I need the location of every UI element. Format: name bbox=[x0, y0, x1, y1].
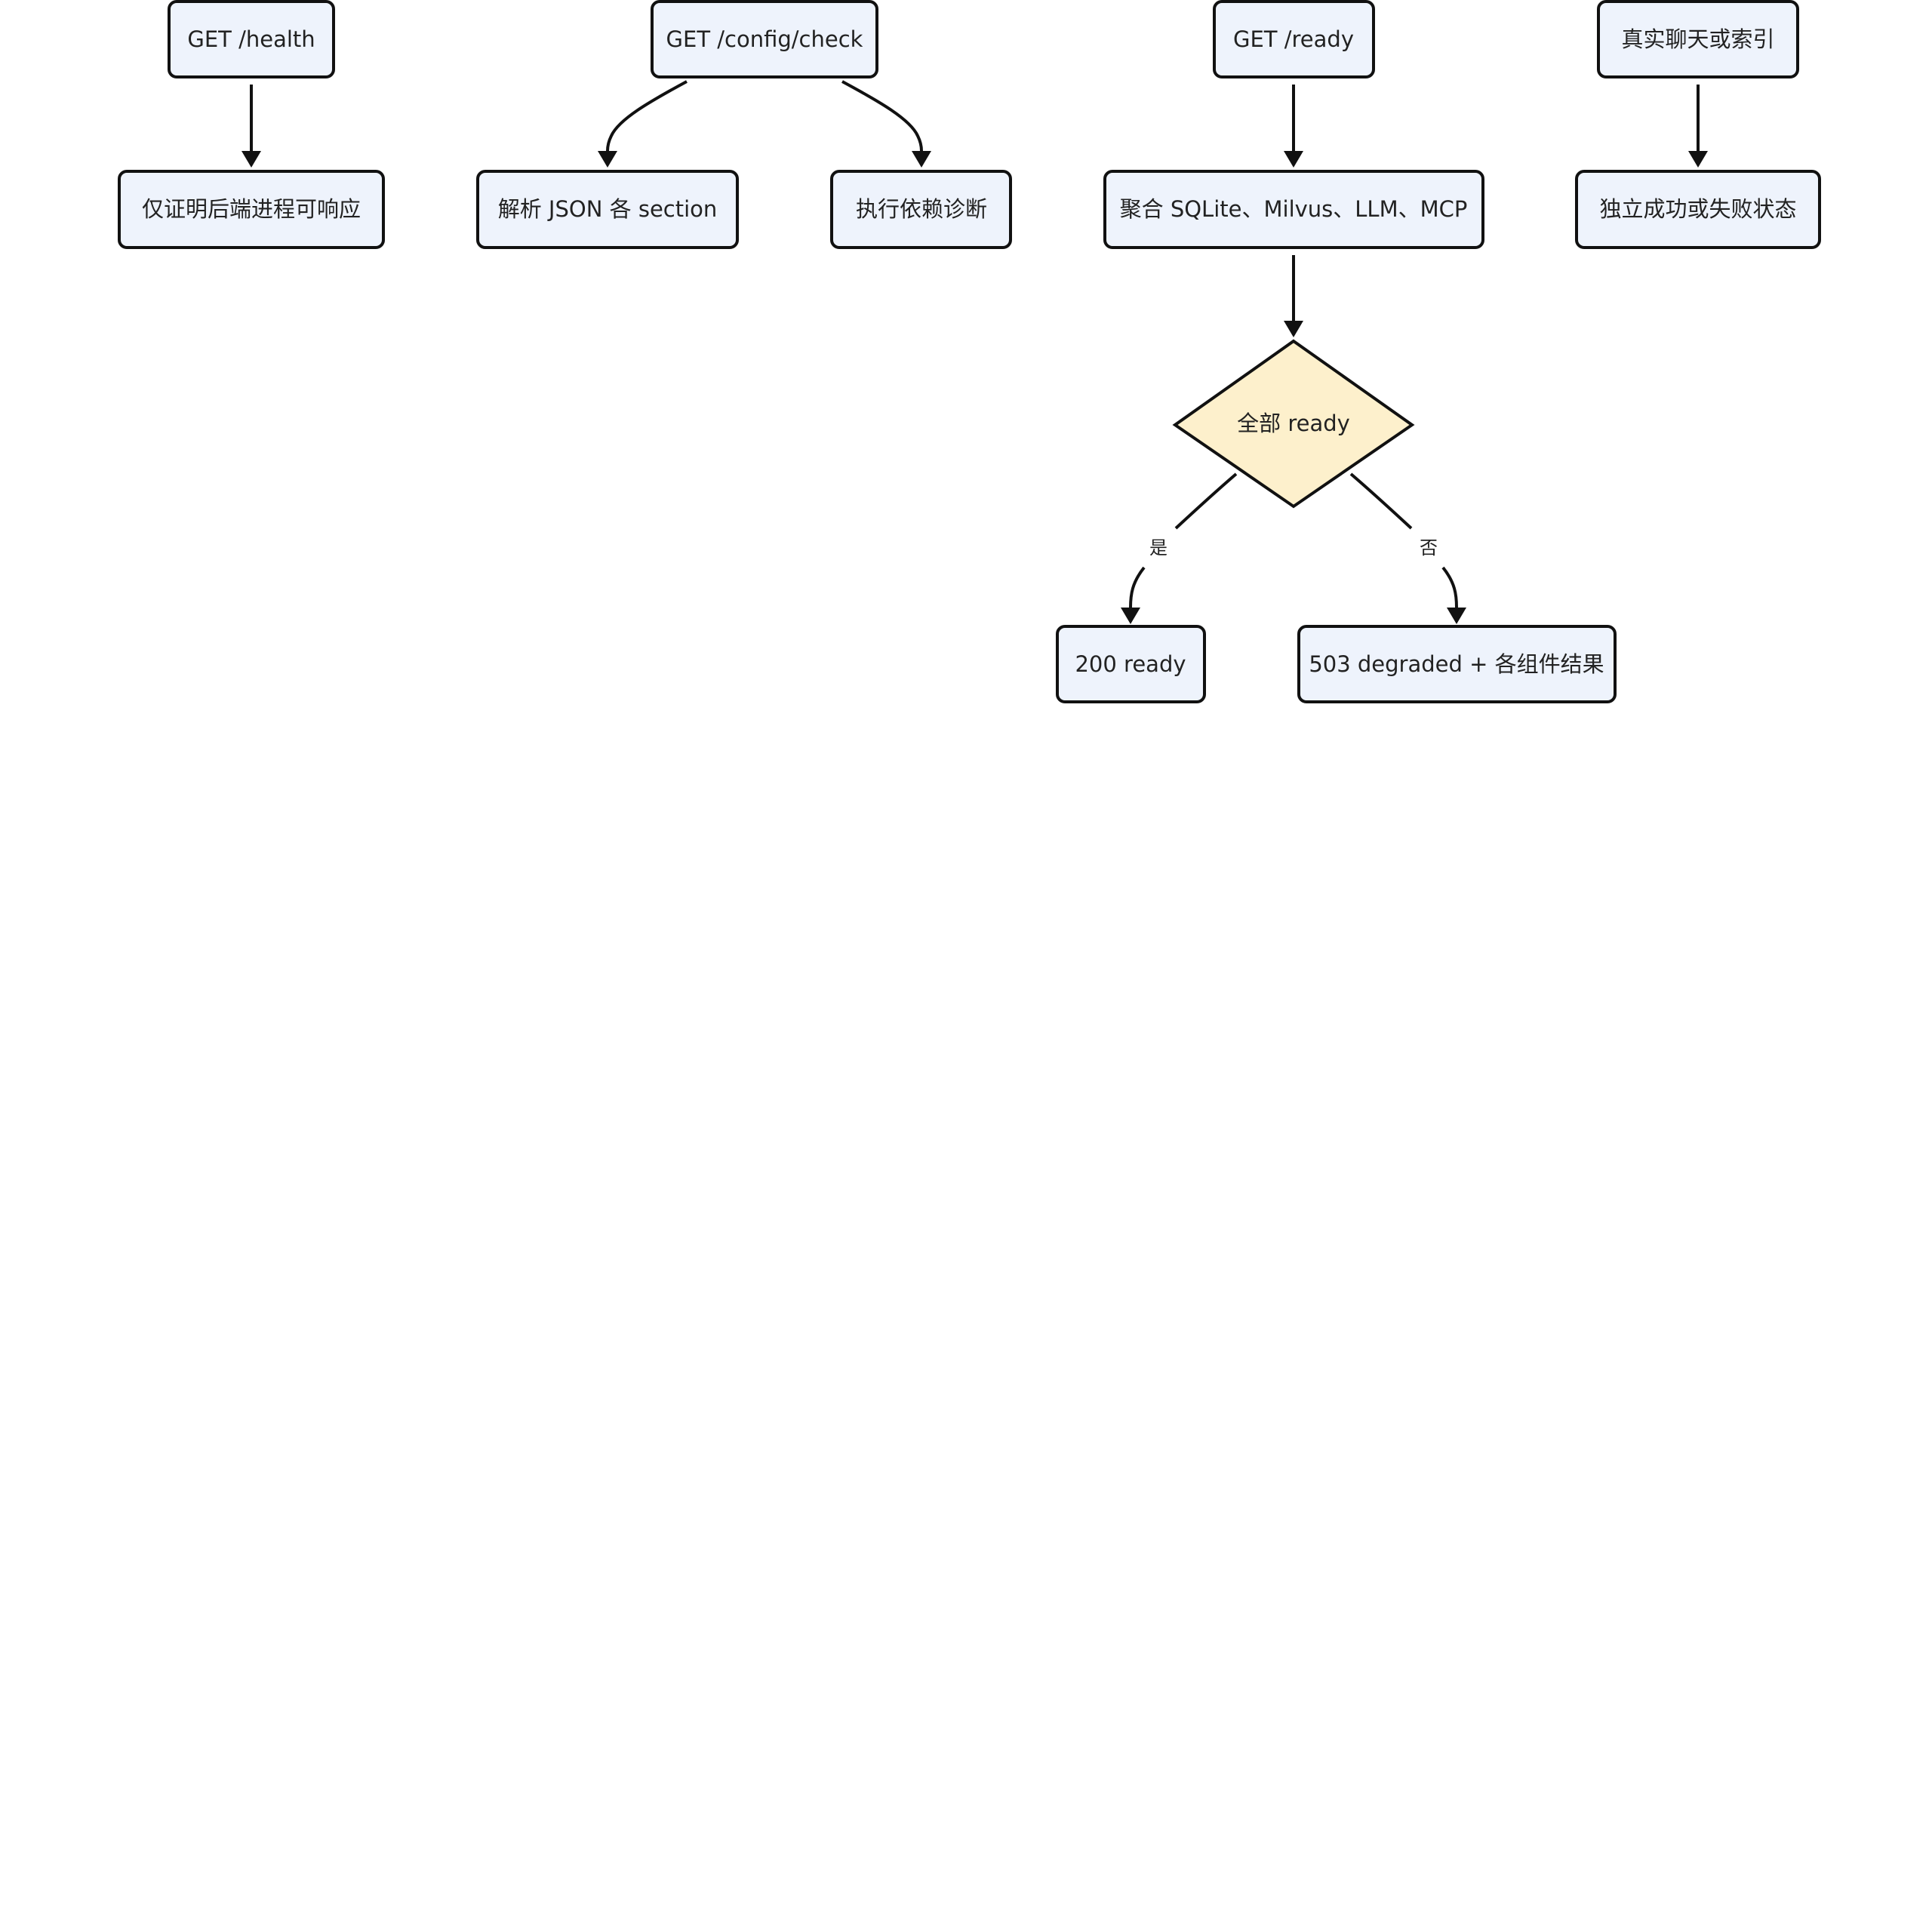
node-health-result-label: 仅证明后端进程可响应 bbox=[142, 196, 361, 222]
node-parse-json-label: 解析 JSON 各 section bbox=[498, 196, 718, 222]
node-run-diagnostics: 执行依赖诊断 bbox=[830, 170, 1012, 249]
node-health-result: 仅证明后端进程可响应 bbox=[118, 170, 385, 249]
arrowhead-config-diagnostics bbox=[912, 151, 931, 168]
edge-label-yes: 是 bbox=[1149, 537, 1168, 558]
edge-config-to-parse bbox=[606, 80, 688, 152]
node-all-ready-label: 全部 ready bbox=[1237, 411, 1350, 436]
node-parse-json: 解析 JSON 各 section bbox=[476, 170, 739, 249]
node-independent-state: 独立成功或失败状态 bbox=[1575, 170, 1821, 249]
node-200-ready: 200 ready bbox=[1056, 625, 1206, 703]
node-200-ready-label: 200 ready bbox=[1075, 651, 1186, 677]
node-all-ready-decision: 全部 ready bbox=[1172, 339, 1415, 509]
node-run-diagnostics-label: 执行依赖诊断 bbox=[856, 196, 987, 222]
edge-decision-to-503-lower bbox=[1441, 566, 1458, 608]
arrowhead-health-result bbox=[242, 151, 261, 168]
arrowhead-decision-503 bbox=[1447, 608, 1466, 624]
edges bbox=[242, 80, 1708, 624]
node-config-check: GET /config/check bbox=[651, 0, 878, 78]
edge-config-to-diagnostics bbox=[841, 80, 923, 152]
node-independent-state-label: 独立成功或失败状态 bbox=[1599, 196, 1796, 222]
arrowhead-config-parse bbox=[598, 151, 617, 168]
arrowhead-chat-state bbox=[1688, 151, 1708, 168]
edge-label-no: 否 bbox=[1420, 537, 1438, 558]
edge-decision-to-200 bbox=[1174, 472, 1238, 530]
node-aggregate: 聚合 SQLite、Milvus、LLM、MCP bbox=[1103, 170, 1484, 249]
node-health-label: GET /health bbox=[187, 26, 315, 52]
edge-decision-to-200-lower bbox=[1129, 566, 1146, 608]
node-503-degraded-label: 503 degraded + 各组件结果 bbox=[1309, 651, 1604, 677]
edge-decision-to-503 bbox=[1349, 472, 1413, 530]
node-ready: GET /ready bbox=[1213, 0, 1375, 78]
node-real-chat: 真实聊天或索引 bbox=[1597, 0, 1799, 78]
arrowhead-decision-200 bbox=[1121, 608, 1140, 624]
node-503-degraded: 503 degraded + 各组件结果 bbox=[1297, 625, 1617, 703]
arrowhead-ready-aggregate bbox=[1284, 151, 1303, 168]
node-health: GET /health bbox=[168, 0, 335, 78]
node-ready-label: GET /ready bbox=[1233, 26, 1354, 52]
node-aggregate-label: 聚合 SQLite、Milvus、LLM、MCP bbox=[1120, 196, 1468, 222]
arrowhead-aggregate-decision bbox=[1284, 321, 1303, 337]
node-real-chat-label: 真实聊天或索引 bbox=[1621, 26, 1774, 52]
node-config-check-label: GET /config/check bbox=[666, 26, 863, 52]
